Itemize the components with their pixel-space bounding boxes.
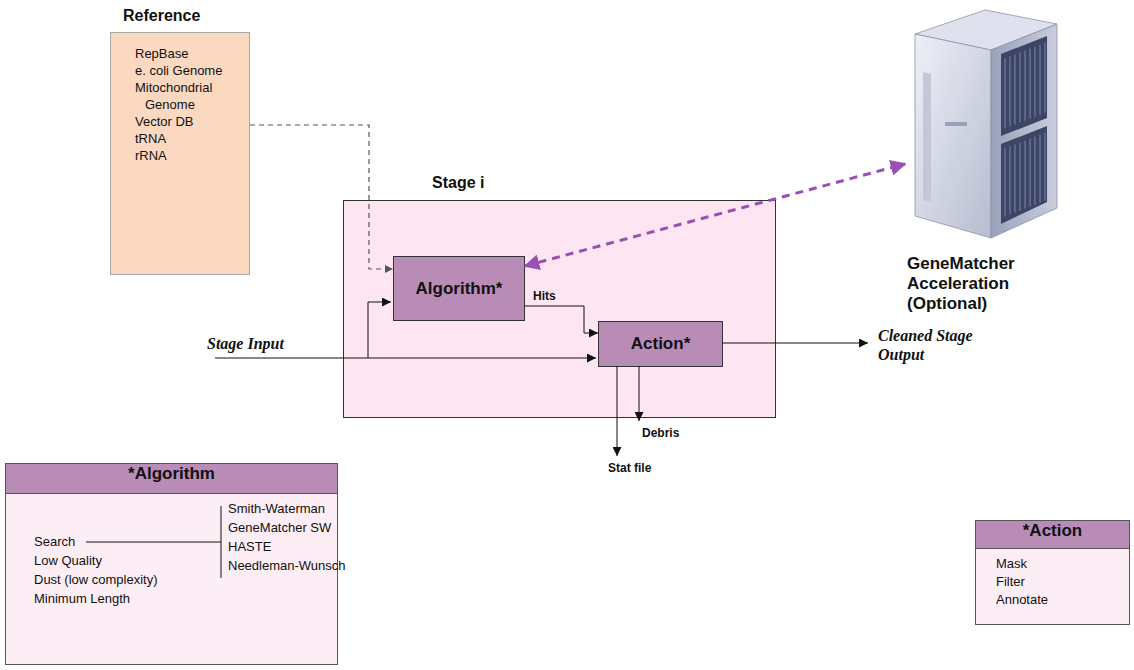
reference-box: ReferenceRepBasee. coli GenomeMitochondr… (110, 32, 250, 275)
server-label: GeneMatcher Acceleration (Optional) (907, 254, 1057, 314)
legend-item: Filter (976, 573, 1129, 591)
legend-item: Minimum Length (34, 591, 130, 606)
server-illustration (905, 2, 1075, 242)
legend-item: Search (34, 534, 75, 549)
reference-item: RepBase (135, 45, 245, 62)
process-box: Algorithm* (393, 256, 525, 321)
stat-file-label: Stat file (608, 461, 651, 475)
reference-item: Vector DB (135, 113, 245, 130)
legend-item: Mask (976, 555, 1129, 573)
stage-input-branch (368, 302, 391, 358)
reference-item: Mitochondrial Genome (135, 79, 245, 113)
legend-item: HASTE (228, 539, 271, 554)
legend-item: Dust (low complexity) (34, 572, 158, 587)
hits-link (525, 306, 598, 333)
output-line (722, 343, 868, 344)
server-node: GeneMatcher Acceleration (Optional) (905, 4, 1070, 319)
stage-input-label: Stage Input (207, 335, 284, 353)
reference-item: rRNA (135, 147, 245, 164)
process-box: Action* (598, 321, 723, 367)
output-label: Cleaned Stage Output (878, 326, 986, 364)
legend-item: Needleman-Wunsch (228, 558, 346, 573)
stage-box: Stage iAlgorithm*Action* (343, 200, 776, 418)
reference-item: e. coli Genome (135, 62, 245, 79)
box-label: Action* (631, 334, 691, 354)
edge-label: Hits (533, 289, 556, 303)
stage-input-line (215, 358, 596, 359)
stage-heading: Stage i (432, 174, 484, 192)
acceleration-link (525, 164, 905, 266)
legend-heading: *Algorithm (6, 464, 337, 494)
debris-line (639, 366, 640, 421)
box-label: Algorithm* (416, 279, 503, 299)
legend-item: Annotate (976, 591, 1129, 609)
reference-item: tRNA (135, 130, 245, 147)
legend-box: *AlgorithmSearchLow QualityDust (low com… (5, 463, 338, 665)
legend-bracket (86, 506, 221, 578)
stat-line (617, 366, 618, 456)
reference-link (250, 125, 393, 269)
legend-item: Low Quality (34, 553, 102, 568)
legend-box: *ActionMaskFilterAnnotate (975, 520, 1130, 625)
box-heading: Reference (123, 7, 200, 25)
legend-item: GeneMatcher SW (228, 520, 331, 535)
debris-label: Debris (642, 426, 679, 440)
legend-heading: *Action (976, 521, 1129, 549)
legend-item: Smith-Waterman (228, 501, 325, 516)
